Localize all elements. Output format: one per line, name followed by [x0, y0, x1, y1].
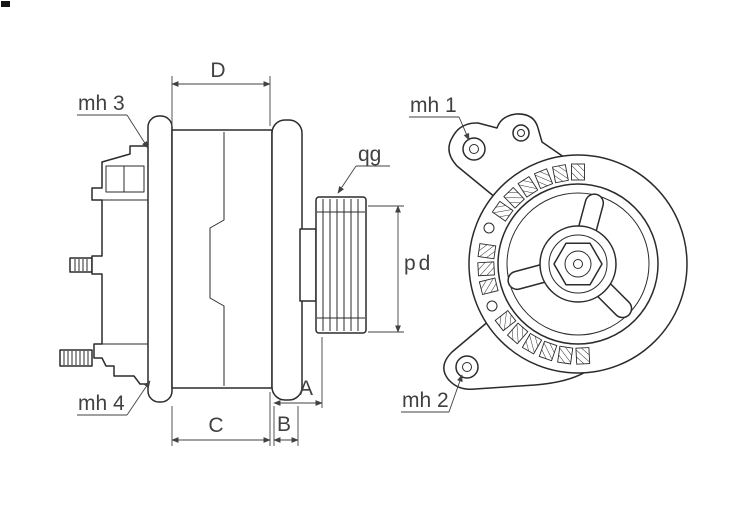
- dim-label-D: D: [210, 59, 225, 82]
- terminal-stud-upper: [69, 257, 93, 273]
- dimensions: D C B A pd qg: [77, 59, 470, 446]
- pulley-rim-inner: [506, 192, 650, 336]
- dim-label-A: A: [299, 377, 313, 400]
- callout-qg: qg: [337, 143, 390, 194]
- corner-mark: [1, 1, 10, 7]
- dim-label-pd: pd: [404, 252, 433, 275]
- vent-slot: [538, 340, 558, 362]
- dimension-pd: pd: [368, 205, 433, 333]
- terminal-stud-lower: [59, 349, 93, 367]
- vent-slot: [521, 332, 543, 355]
- vent-slot: [503, 186, 525, 209]
- vent-slot: [491, 200, 514, 222]
- leader-line: [458, 116, 470, 141]
- pulley-ribs: [322, 199, 359, 331]
- pulley-front: [497, 183, 659, 345]
- callout-mh2: mh 2: [401, 374, 463, 413]
- hub-inner: [548, 234, 608, 294]
- dim-label-B: B: [277, 413, 291, 436]
- leader-line: [126, 114, 149, 149]
- rear-mounting-flange: [147, 115, 173, 403]
- vent-slot: [506, 322, 529, 345]
- vent-slot: [533, 168, 554, 190]
- stud-threads: [74, 259, 88, 271]
- leader-line: [448, 374, 463, 413]
- bracket-bolt-hole: [483, 222, 495, 234]
- dimension-B: B: [273, 406, 299, 446]
- shaft-nut-hex: [553, 242, 603, 286]
- pulley-groove-lines: [317, 211, 365, 319]
- dimension-C: C: [171, 392, 271, 446]
- callout-label-mh3: mh 3: [78, 92, 125, 115]
- nut-circle: [564, 250, 592, 278]
- vent-slot: [552, 164, 569, 184]
- hole-inner: [469, 144, 479, 154]
- vent-slot: [477, 261, 495, 277]
- callout-label-mh4: mh 4: [78, 392, 125, 415]
- vent-slot: [575, 347, 591, 365]
- pulley-side: [315, 196, 367, 334]
- stud-threads: [63, 351, 89, 365]
- hole-outer: [455, 355, 479, 379]
- side-view: [59, 115, 367, 403]
- hole-outer: [512, 124, 530, 142]
- vent-slot: [557, 345, 574, 365]
- mounting-hole-2: [455, 355, 479, 379]
- body-contour: [209, 132, 225, 386]
- rear-end-housing: [91, 145, 153, 385]
- housing-detail-lines: [102, 199, 152, 345]
- pulley-outline: [315, 196, 367, 334]
- brush-holder-detail: [105, 165, 145, 193]
- callout-mh1: mh 1: [409, 94, 470, 141]
- dim-label-C: C: [208, 414, 223, 437]
- front-view: [443, 113, 688, 391]
- callout-label-mh2: mh 2: [402, 389, 449, 412]
- vent-slot: [477, 243, 497, 260]
- hole-inner: [517, 129, 525, 137]
- leader-line: [126, 380, 151, 416]
- stator-body: [171, 129, 273, 389]
- hole-outer: [462, 137, 486, 161]
- callout-mh3: mh 3: [77, 92, 149, 149]
- callout-label-mh1: mh 1: [410, 94, 457, 117]
- dimension-A: A: [273, 337, 323, 408]
- vent-slot: [517, 175, 539, 198]
- mounting-hole-top-small: [512, 124, 530, 142]
- front-mounting-flange: [271, 119, 303, 401]
- dimension-D: D: [171, 59, 271, 126]
- bracket-bolt-hole: [486, 300, 498, 312]
- leader-line: [337, 165, 357, 194]
- hole-inner: [462, 362, 472, 372]
- vent-slot: [478, 277, 499, 296]
- vent-slot: [571, 163, 585, 181]
- callout-mh4: mh 4: [77, 380, 151, 416]
- callout-label-qg: qg: [358, 143, 381, 166]
- mounting-hole-1: [462, 137, 486, 161]
- stud-body: [69, 257, 93, 273]
- vent-slots: [477, 163, 591, 365]
- shaft-spacer: [299, 228, 317, 302]
- shaft-center: [573, 259, 583, 269]
- vent-slot: [494, 309, 517, 332]
